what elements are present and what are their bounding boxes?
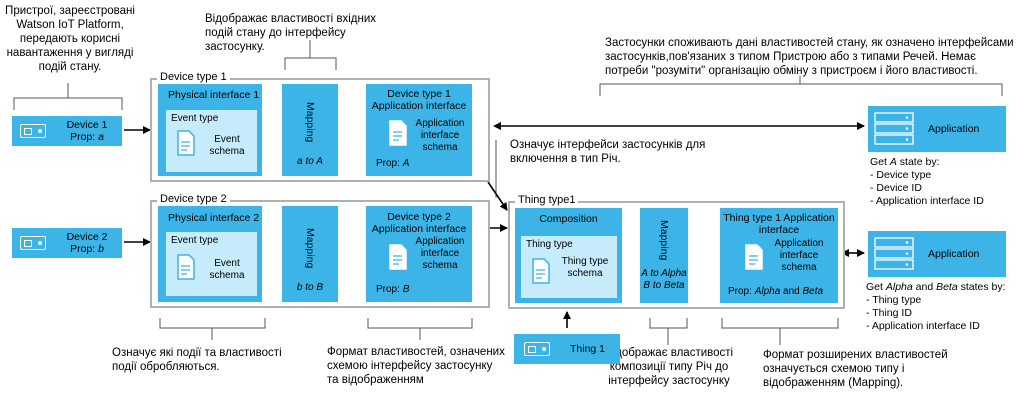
mapping-thing-expr-1: A to Alpha xyxy=(641,268,687,279)
event-type-1-label: Event type xyxy=(171,113,219,124)
dt1-ai-schema: Application interface schema xyxy=(415,118,465,153)
mapping-2[interactable]: Mapping b to B xyxy=(282,206,338,302)
device-icon xyxy=(20,124,46,138)
note-devices-registered: Пристрої, зареєстровані Watson IoT Platf… xyxy=(5,5,135,73)
app-1-state-info: Get A state by: - Device type - Device I… xyxy=(870,156,984,208)
document-icon xyxy=(745,244,763,270)
dt1-ai-prop: Prop: A xyxy=(376,158,410,169)
app-2-item: - Thing ID xyxy=(866,307,912,319)
event-type-2[interactable]: Event type Event schema xyxy=(166,232,257,296)
mapping-thing-expr-2: B to Beta xyxy=(643,280,685,291)
dt2-ai-prop: Prop: B xyxy=(376,284,410,295)
thing-type-schema: Thing type schema xyxy=(561,256,609,279)
device-1-prop: Prop: a xyxy=(70,131,104,143)
mapping-1-expr: a to A xyxy=(297,156,323,167)
app-2-item: - Application interface ID xyxy=(866,320,980,332)
dt2-ai-title: Device type 2 Application interface xyxy=(371,211,467,235)
application-2-label: Application xyxy=(928,248,980,260)
document-icon xyxy=(177,130,195,156)
device-1[interactable]: Device 1 Prop: a xyxy=(12,116,122,146)
tt-ai-schema: Application interface schema xyxy=(774,238,824,273)
mapping-1[interactable]: Mapping a to A xyxy=(282,84,338,176)
device-type-1-title: Device type 1 xyxy=(157,71,230,83)
device-type-1-app-interface[interactable]: Device type 1 Application interface Appl… xyxy=(366,84,472,176)
app-1-get-line: Get A state by: xyxy=(870,156,940,168)
composition-title: Composition xyxy=(539,213,598,225)
device-type-2-app-interface[interactable]: Device type 2 Application interface Appl… xyxy=(366,206,472,302)
note-apps-consume: Застосунки споживають дані властивостей … xyxy=(605,37,1014,77)
device-icon xyxy=(524,342,550,356)
thing-1-name: Thing 1 xyxy=(570,343,606,355)
document-icon xyxy=(177,254,195,280)
app-2-state-info: Get Alpha and Beta states by: - Thing ty… xyxy=(866,281,1006,333)
device-type-2-title: Device type 2 xyxy=(157,193,230,205)
server-icon xyxy=(874,237,914,270)
tt-ai-prop: Prop: Alpha and Beta xyxy=(728,286,824,297)
physical-interface-1-title: Physical interface 1 xyxy=(168,89,260,101)
tt-ai-title: Thing type 1 Application interface xyxy=(723,212,835,236)
event-schema-2: Event schema xyxy=(209,258,245,281)
mapping-thing-label: Mapping xyxy=(658,220,670,261)
application-2[interactable]: Application xyxy=(868,231,1006,277)
event-type-2-label: Event type xyxy=(171,235,219,246)
device-2-prop: Prop: b xyxy=(70,243,104,255)
app-1-item: - Application interface ID xyxy=(870,195,984,207)
application-1-label: Application xyxy=(928,123,980,135)
thing-type-label: Thing type xyxy=(526,239,573,250)
document-icon xyxy=(532,258,550,284)
app-2-item: - Thing type xyxy=(866,294,922,306)
thing-type-box[interactable]: Thing type Thing type schema xyxy=(521,236,617,298)
mapping-2-expr: b to B xyxy=(296,282,324,293)
server-icon xyxy=(874,112,914,145)
note-mapping-properties: Відображає властивості вхідних подій ста… xyxy=(205,13,377,53)
note-property-format: Формат властивостей, означених схемою ін… xyxy=(327,346,505,386)
app-1-item: - Device type xyxy=(870,169,932,181)
thing-1[interactable]: Thing 1 xyxy=(514,334,620,364)
device-icon xyxy=(20,236,46,250)
note-define-app-interfaces: Означує інтерфейси застосунків для включ… xyxy=(510,139,706,165)
event-schema-1: Event schema xyxy=(209,134,245,157)
note-thing-composition-map: Відображає властивості композиції типу Р… xyxy=(604,347,734,387)
note-extended-format: Формат розширених властивостей означуєть… xyxy=(763,349,948,389)
device-1-name: Device 1 xyxy=(66,119,108,131)
mapping-2-label: Mapping xyxy=(304,228,316,269)
app-1-item: - Device ID xyxy=(870,182,922,194)
physical-interface-2-title: Physical interface 2 xyxy=(168,212,260,224)
dt1-ai-title: Device type 1 Application interface xyxy=(371,88,467,112)
device-2-name: Device 2 xyxy=(66,231,108,243)
application-1[interactable]: Application xyxy=(868,106,1006,152)
device-2[interactable]: Device 2 Prop: b xyxy=(12,228,122,258)
mapping-1-label: Mapping xyxy=(304,102,316,143)
note-events-processed: Означує які події та властивості події о… xyxy=(112,347,282,373)
document-icon xyxy=(389,120,407,146)
thing-type-app-interface[interactable]: Thing type 1 Application interface Appli… xyxy=(720,208,838,303)
dt2-ai-schema: Application interface schema xyxy=(415,236,465,271)
event-type-1[interactable]: Event type Event schema xyxy=(166,110,257,172)
document-icon xyxy=(389,244,407,270)
app-2-get-line: Get Alpha and Beta states by: xyxy=(866,281,1006,293)
thing-type-title: Thing type1 xyxy=(515,194,579,206)
mapping-thing[interactable]: Mapping A to Alpha B to Beta xyxy=(640,208,688,303)
